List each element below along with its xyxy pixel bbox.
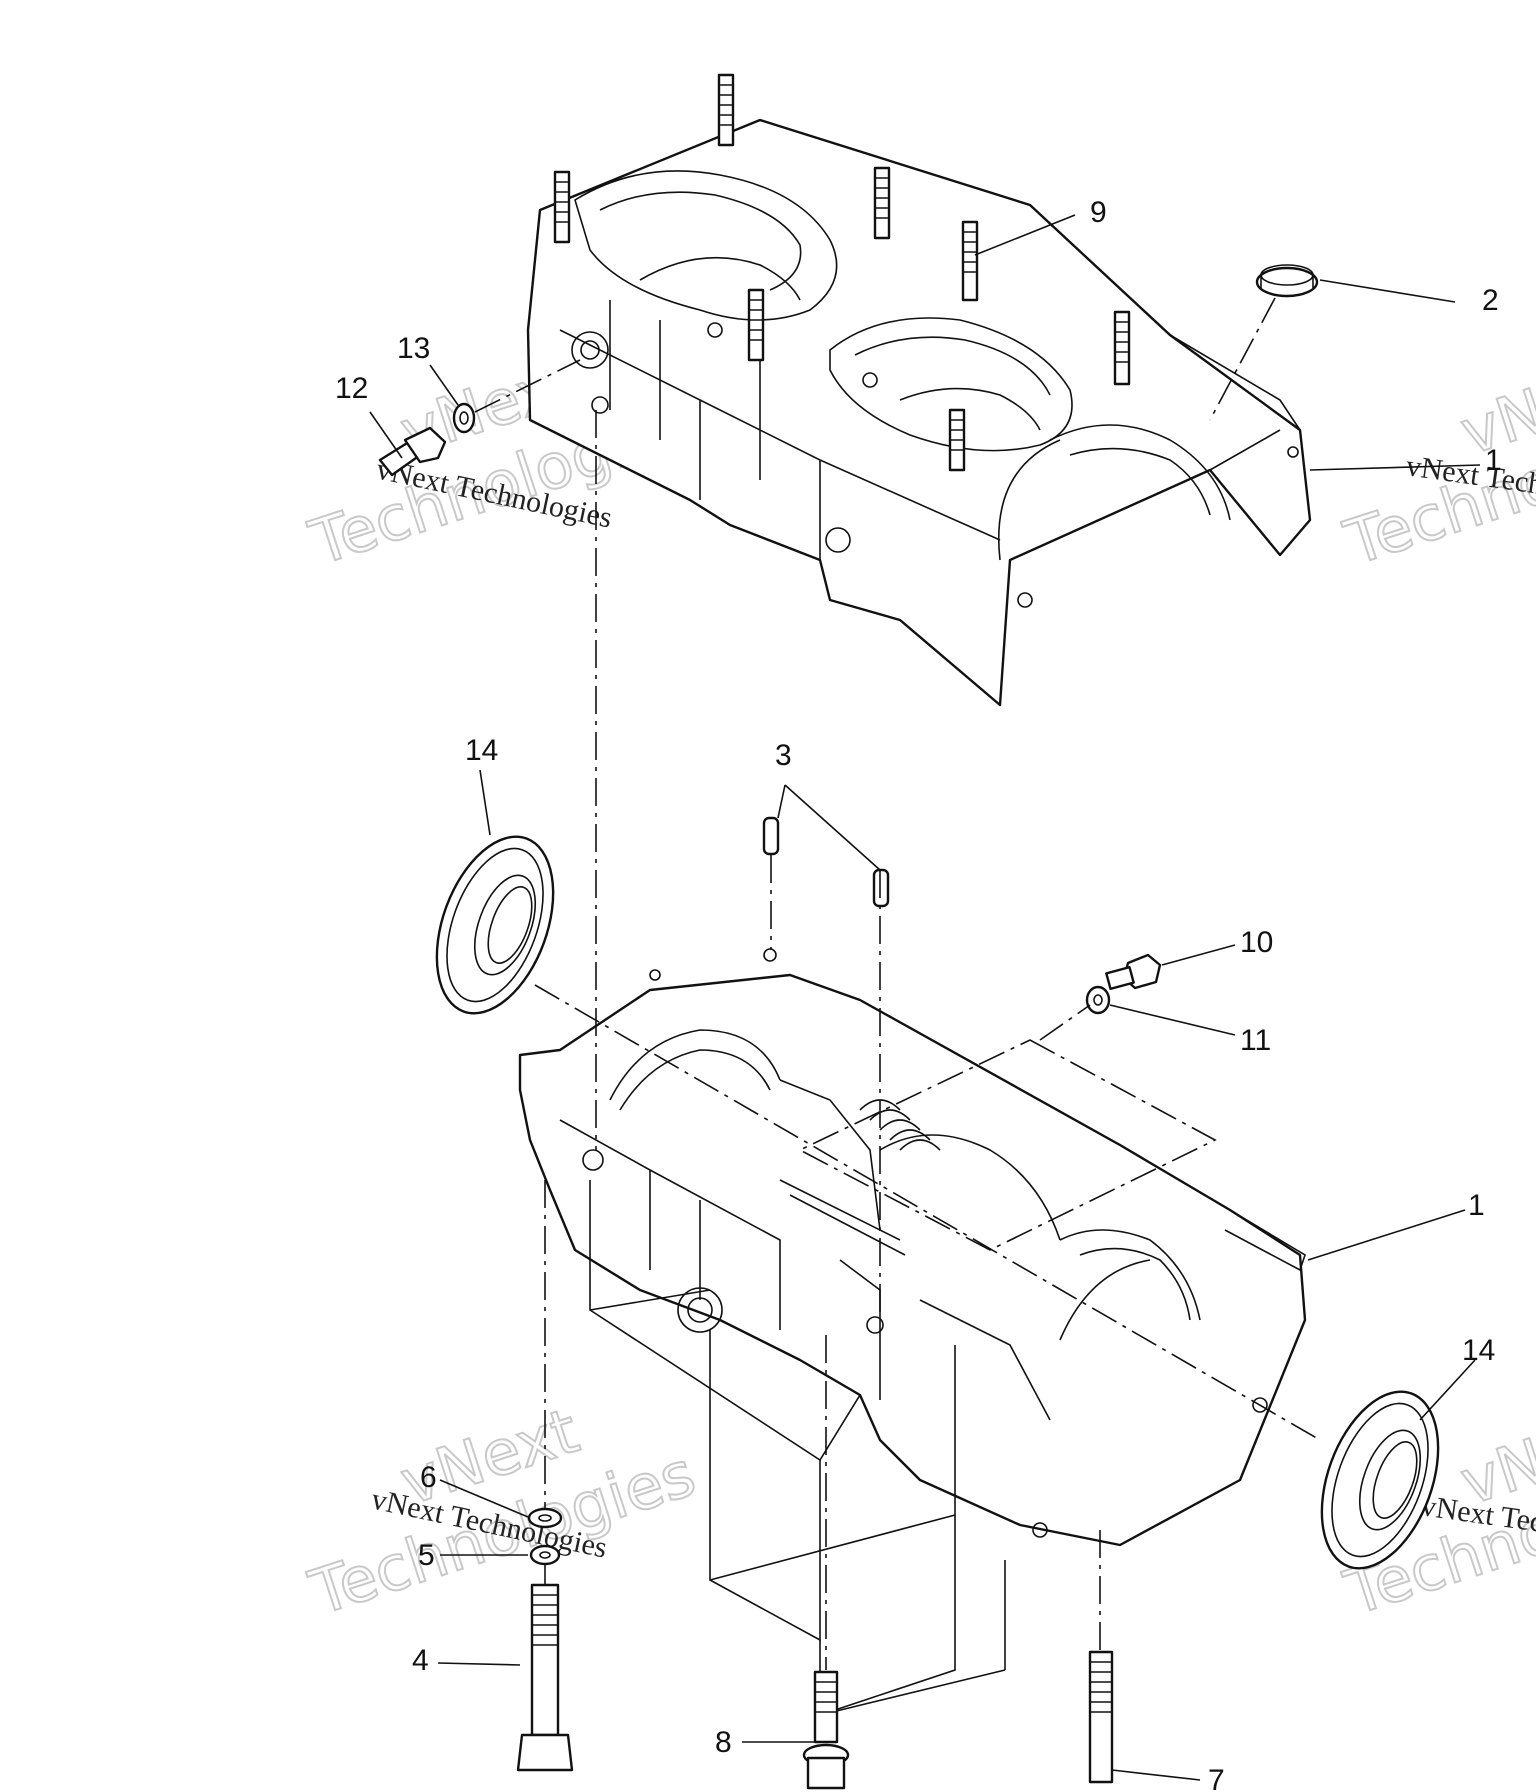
cylinder-stud <box>961 220 979 302</box>
screw <box>1105 953 1162 991</box>
plug-cap <box>1255 264 1319 298</box>
callout-1-lower: 1 <box>1468 1189 1485 1222</box>
watermark-lower-left: vNext Technologies vNext Technologies <box>300 1393 704 1631</box>
callout-8: 8 <box>715 1726 732 1759</box>
watermark-upper-right: vNext Technologies vNext Technologies <box>1335 343 1536 581</box>
callout-10: 10 <box>1240 926 1273 959</box>
callout-9: 9 <box>1090 196 1107 229</box>
callout-12: 12 <box>335 372 368 405</box>
callout-3: 3 <box>775 739 792 772</box>
drain-bolt <box>802 1670 850 1790</box>
callout-11: 11 <box>1240 1024 1271 1057</box>
callout-6: 6 <box>420 1461 437 1494</box>
upper-crankcase-half <box>526 73 1312 707</box>
callout-5: 5 <box>418 1539 435 1572</box>
fitting-bolt <box>378 426 447 477</box>
lock-washer <box>452 402 476 434</box>
long-bolt <box>1088 1650 1114 1784</box>
cylinder-stud <box>747 288 765 362</box>
star-washer <box>1085 985 1111 1015</box>
crankcase-bolt <box>516 1583 574 1772</box>
cylinder-stud <box>873 166 891 240</box>
cylinder-stud <box>1113 310 1131 386</box>
callout-1-upper: 1 <box>1485 444 1502 477</box>
dowel-pin <box>872 868 890 908</box>
callout-14-left: 14 <box>465 734 498 767</box>
callout-2: 2 <box>1482 284 1499 317</box>
callout-4: 4 <box>412 1644 429 1677</box>
callout-7: 7 <box>1208 1764 1225 1792</box>
callout-14-right: 14 <box>1462 1334 1495 1367</box>
dowel-pin <box>762 816 780 856</box>
lock-washer-small <box>529 1544 561 1566</box>
oil-seal-right <box>1320 1390 1440 1570</box>
callout-13: 13 <box>397 332 430 365</box>
flat-washer <box>527 1507 563 1529</box>
oil-seal-left <box>435 835 555 1015</box>
cylinder-stud <box>717 73 735 147</box>
lower-crankcase-half <box>518 948 1307 1717</box>
cylinder-stud <box>553 170 571 244</box>
cylinder-stud <box>948 408 966 472</box>
